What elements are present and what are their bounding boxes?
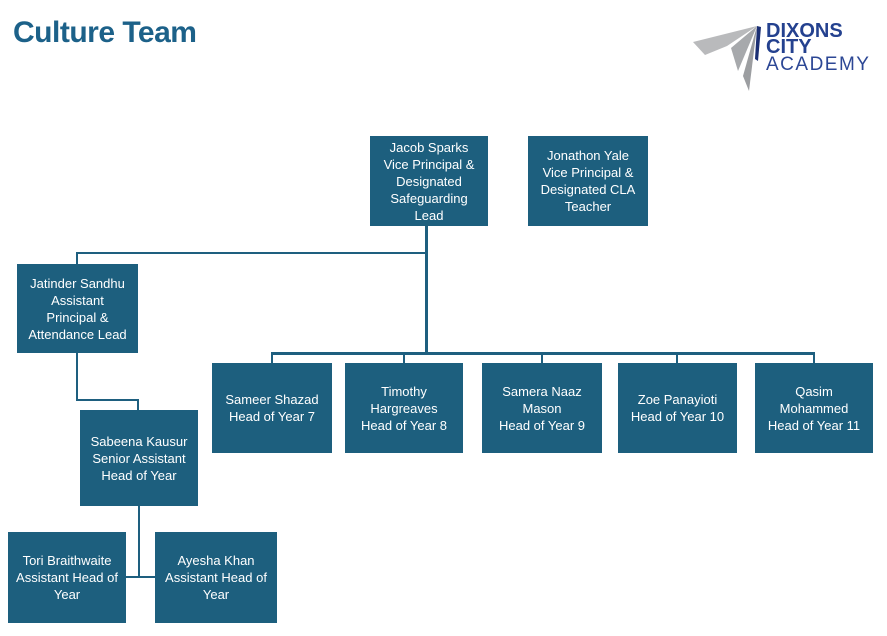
connector-sameer-drop — [271, 352, 273, 363]
connector-sabeena-drop — [137, 399, 139, 410]
org-node-jonathon-yale: Jonathon Yale Vice Principal & Designate… — [528, 136, 648, 226]
person-role: Head of Year 9 — [498, 417, 586, 433]
dixons-logo: DIXONS CITY ACADEMY — [688, 12, 878, 92]
person-name: Tori Braithwaite — [22, 553, 112, 568]
org-node-ayesha-khan: Ayesha Khan Assistant Head of Year — [155, 532, 277, 623]
person-name: Timothy Hargreaves — [370, 383, 438, 416]
org-node-timothy-hargreaves: Timothy Hargreaves Head of Year 8 — [345, 363, 463, 453]
org-node-zoe-panayioti: Zoe Panayioti Head of Year 10 — [618, 363, 737, 453]
connector-timothy-drop — [403, 352, 405, 363]
logo-text-dixons: DIXONS — [766, 20, 843, 42]
person-name: Sameer Shazad — [225, 392, 319, 407]
connector-samera-drop — [541, 352, 543, 363]
origami-arrow-icon — [693, 26, 761, 91]
logo-text-academy: ACADEMY — [766, 54, 871, 75]
org-node-tori-braithwaite: Tori Braithwaite Assistant Head of Year — [8, 532, 126, 623]
person-role: Senior Assistant Head of Year — [92, 450, 186, 483]
person-name: Sabeena Kausur — [90, 433, 188, 449]
connector-zoe-drop — [676, 352, 678, 363]
connector-sabeena-down — [138, 506, 140, 578]
person-name: Jacob Sparks — [389, 139, 469, 155]
logo-wordmark: DIXONS CITY ACADEMY — [766, 20, 871, 75]
person-role: Vice Principal & Designated Safeguarding… — [383, 156, 475, 223]
person-name: Samera Naaz Mason — [502, 383, 582, 416]
person-role: Head of Year 7 — [228, 409, 316, 424]
org-node-jacob-sparks: Jacob Sparks Vice Principal & Designated… — [370, 136, 488, 226]
org-node-jatinder-sandhu: Jatinder Sandhu Assistant Principal & At… — [17, 264, 138, 353]
person-name: Ayesha Khan — [177, 553, 255, 568]
person-role: Assistant Head of Year — [16, 570, 118, 602]
person-role: Vice Principal & Designated CLA Teacher — [540, 165, 636, 214]
connector-jatinder-down — [76, 353, 78, 400]
org-node-sabeena-kausur: Sabeena Kausur Senior Assistant Head of … — [80, 410, 198, 506]
org-node-samera-naaz-mason: Samera Naaz Mason Head of Year 9 — [482, 363, 602, 453]
person-role: Head of Year 11 — [767, 417, 861, 433]
person-name: Jonathon Yale — [547, 148, 629, 163]
connector-jacob-down — [425, 226, 428, 354]
person-name: Zoe Panayioti — [637, 392, 718, 407]
person-role: Head of Year 10 — [630, 409, 725, 424]
person-name: Jatinder Sandhu — [30, 275, 125, 291]
person-role: Head of Year 8 — [360, 417, 448, 433]
connector-assistants-h — [126, 576, 155, 578]
person-name: Qasim Mohammed — [779, 383, 849, 416]
person-role: Assistant Principal & Attendance Lead — [28, 292, 127, 342]
connector-left-branch-h — [76, 252, 427, 254]
page-title: Culture Team — [13, 16, 197, 49]
logo-text-city: CITY — [766, 35, 812, 58]
connector-qasim-drop — [813, 352, 815, 363]
connector-sabeena-elbow-h — [76, 399, 139, 401]
person-role: Assistant Head of Year — [165, 570, 267, 602]
org-node-sameer-shazad: Sameer Shazad Head of Year 7 — [212, 363, 332, 453]
connector-jatinder-drop — [76, 252, 78, 264]
org-node-qasim-mohammed: Qasim Mohammed Head of Year 11 — [755, 363, 873, 453]
connector-hoy-branch-h — [271, 352, 815, 355]
